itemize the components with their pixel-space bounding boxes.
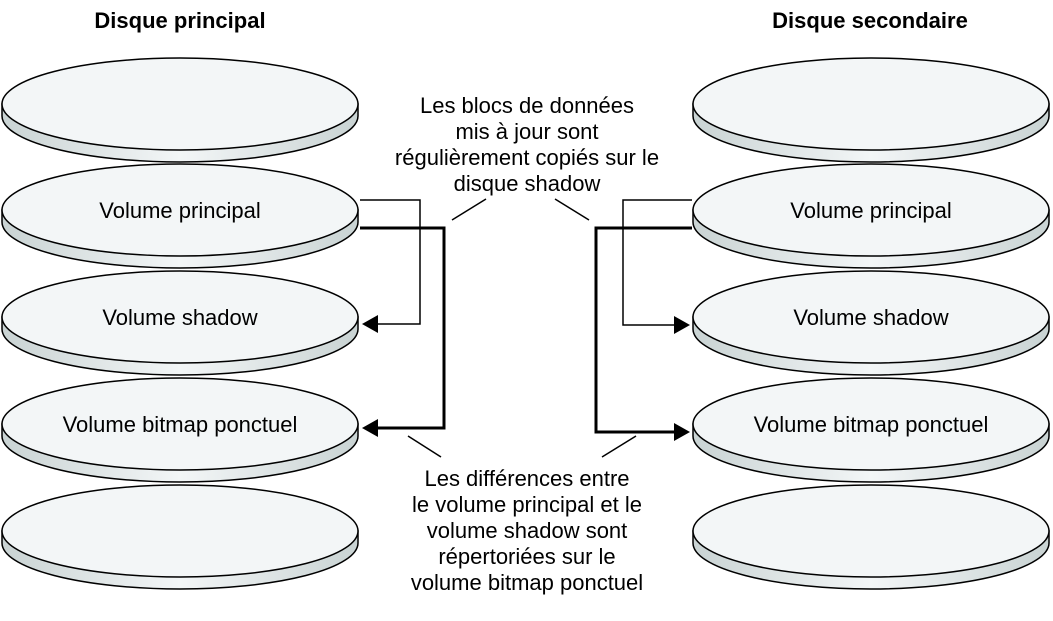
leader-line [601, 435, 637, 458]
arrowhead-icon [674, 316, 690, 334]
right-disk-platter: Volume principal [692, 163, 1050, 269]
copy-arrow-left-thin [360, 199, 421, 325]
arrowhead-icon [674, 423, 690, 441]
annotation-top-line: Les blocs de données [420, 93, 634, 118]
arrowhead-icon [362, 315, 378, 333]
volume-label: Volume bitmap ponctuel [63, 412, 298, 437]
left-disk-platter [1, 484, 359, 590]
left-disk-platter: Volume shadow [1, 270, 359, 376]
right-disk-title: Disque secondaire [772, 8, 968, 33]
leader-line [407, 435, 442, 458]
annotation-top-line: mis à jour sont [455, 119, 598, 144]
right-disk-platter: Volume bitmap ponctuel [692, 377, 1050, 483]
annotation-bottom-line: le volume principal et le [412, 492, 642, 517]
volume-label: Volume principal [790, 198, 951, 223]
annotation-bottom-line: Les différences entre [424, 466, 629, 491]
arrowhead-icon [362, 419, 378, 437]
volume-label: Volume principal [99, 198, 260, 223]
volume-label: Volume shadow [793, 305, 948, 330]
volume-label: Volume bitmap ponctuel [754, 412, 989, 437]
right-disk-platter [692, 484, 1050, 590]
annotation-bottom-line: volume shadow sont [427, 518, 628, 543]
left-disk-platter: Volume principal [1, 163, 359, 269]
annotation-top-line: disque shadow [454, 171, 601, 196]
right-disk-platter: Volume shadow [692, 270, 1050, 376]
annotation-bottom-line: volume bitmap ponctuel [411, 570, 643, 595]
bitmap-arrow-left-thick [360, 226, 446, 430]
annotation-top-line: régulièrement copiés sur le [395, 145, 659, 170]
left-disk-platter: Volume bitmap ponctuel [1, 377, 359, 483]
left-disk-platter [1, 57, 359, 163]
copy-arrow-right-thin [622, 199, 692, 326]
leader-line [554, 198, 590, 221]
leader-line [451, 198, 487, 221]
annotation-bottom-line: répertoriées sur le [438, 544, 615, 569]
volume-label: Volume shadow [102, 305, 257, 330]
right-disk-platter [692, 57, 1050, 163]
left-disk-title: Disque principal [94, 8, 265, 33]
bitmap-arrow-right-thick [594, 226, 692, 434]
